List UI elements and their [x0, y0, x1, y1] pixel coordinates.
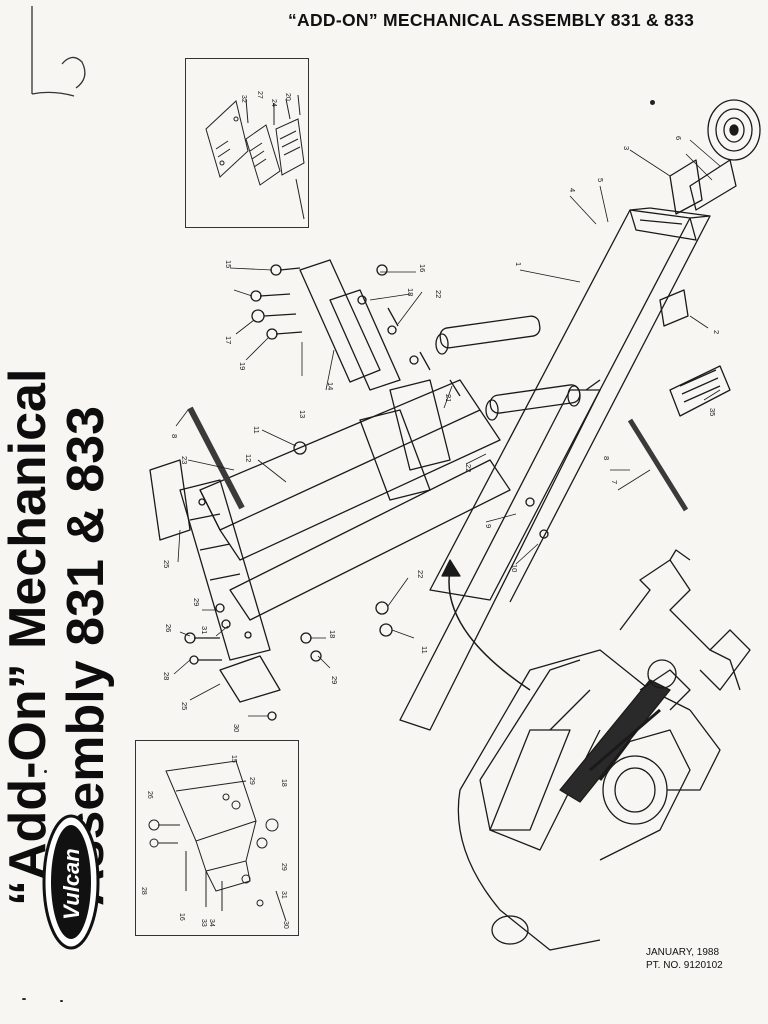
top-inset-callouts: 32 27 24 20: [240, 91, 291, 107]
callout: 34: [208, 919, 215, 927]
callout: 29: [248, 777, 255, 785]
main-callouts: 6 3 5 4 1 2 35 15 16 18 22 17 19 14 13 2…: [162, 136, 721, 732]
callout: 13: [298, 410, 307, 418]
top-inset-drawing: 32 27 24 20: [205, 91, 305, 220]
side-title: “Add-On” Mechanical Assembly 831 & 833: [0, 186, 122, 906]
callout: 35: [708, 408, 717, 416]
side-title-line-1: “Add-On” Mechanical: [0, 368, 57, 906]
vulcan-logo: Vulcan: [42, 814, 100, 950]
callout: 16: [418, 264, 427, 272]
exploded-assembly-drawing: 6 3 5 4 1 2 35 15 16 18 22 17 19 14 13 2…: [149, 99, 761, 951]
callout: 11: [420, 646, 429, 654]
callout: 15: [224, 260, 233, 268]
callout: 30: [282, 921, 289, 929]
callout: 25: [162, 560, 171, 568]
callout: 7: [610, 480, 619, 484]
callout: 17: [224, 336, 233, 344]
callout: 28: [162, 672, 171, 680]
callout: 19: [238, 362, 247, 370]
callout: 28: [140, 887, 147, 895]
footer-part-number: PT. NO. 9120102: [646, 960, 723, 971]
callout: 29: [330, 676, 339, 684]
callout: 1: [514, 262, 523, 266]
callout: 24: [270, 99, 277, 107]
callout: 18: [280, 779, 287, 787]
callout: 29: [192, 598, 201, 606]
callout: 27: [256, 91, 263, 99]
callout: 5: [596, 178, 605, 182]
scan-speck: [44, 770, 47, 773]
callout: 2: [712, 330, 721, 334]
callout: 16: [178, 913, 185, 921]
footer: JANUARY, 1988 PT. NO. 9120102: [646, 946, 723, 972]
corner-marks: [31, 6, 86, 97]
callout: 33: [200, 919, 207, 927]
callout: 22: [464, 464, 473, 472]
callout: 31: [280, 891, 287, 899]
callout: 29: [280, 863, 287, 871]
callout: 8: [602, 456, 611, 460]
logo-text: Vulcan: [59, 848, 84, 920]
bottom-inset-box: 26 15 29 18 28 16 33 34 29 31 30: [135, 740, 299, 936]
scan-speck: [650, 100, 655, 105]
bottom-inset-drawing: 26 15 29 18 28 16 33 34 29 31 30: [140, 755, 289, 929]
callout: 26: [146, 791, 153, 799]
top-inset-box: 32 27 24 20: [185, 58, 309, 228]
callout: 4: [568, 188, 577, 192]
callout: 31: [200, 626, 209, 634]
callout: 25: [180, 702, 189, 710]
callout: 23: [180, 456, 189, 464]
callout: 3: [622, 146, 631, 150]
callout: 20: [284, 93, 291, 101]
callout: 30: [232, 724, 241, 732]
callout: 11: [252, 426, 261, 434]
callout: 18: [328, 630, 337, 638]
bottom-inset-callouts: 26 15 29 18 28 16 33 34 29 31 30: [140, 755, 289, 929]
callout: 12: [244, 454, 253, 462]
callout: 21: [444, 394, 453, 402]
callout: 6: [674, 136, 683, 140]
document-header-title: “ADD-ON” MECHANICAL ASSEMBLY 831 & 833: [288, 10, 695, 30]
callout: 22: [416, 570, 425, 578]
callout: 14: [326, 382, 335, 390]
callout: 10: [510, 564, 519, 572]
side-title-line-2: Assembly 831 & 833: [57, 405, 115, 906]
callout: 8: [170, 434, 179, 438]
callout: 26: [164, 624, 173, 632]
callout: 22: [434, 290, 443, 298]
callout: 18: [406, 288, 415, 296]
scan-speck: [22, 998, 26, 1000]
scan-speck: [60, 1000, 63, 1002]
callout: 9: [484, 524, 493, 528]
footer-date: JANUARY, 1988: [646, 947, 720, 958]
callout: 32: [240, 95, 247, 103]
callout: 15: [230, 755, 237, 763]
